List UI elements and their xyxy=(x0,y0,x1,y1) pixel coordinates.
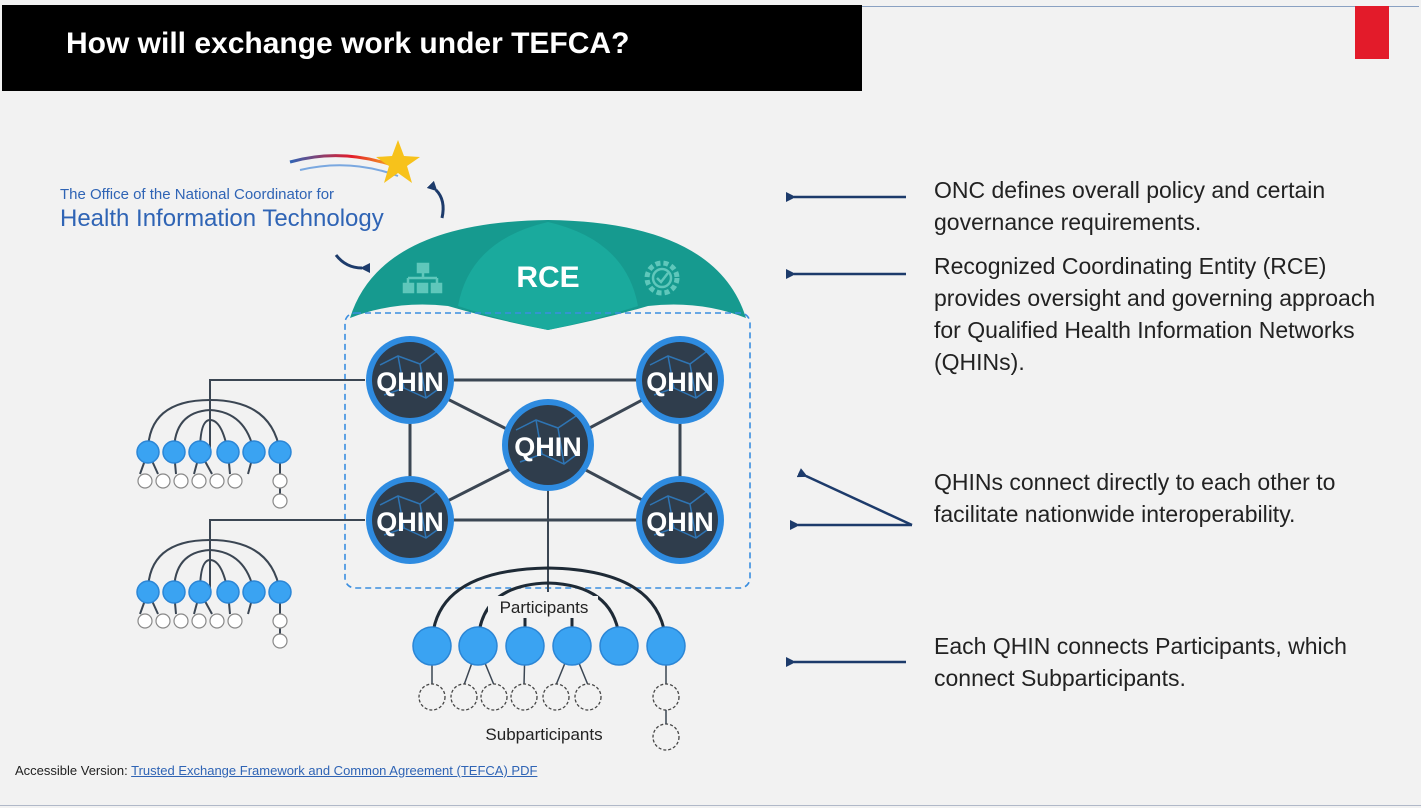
red-accent-mark xyxy=(1355,6,1389,59)
svg-text:QHIN: QHIN xyxy=(514,432,582,462)
subparticipants-label: Subparticipants xyxy=(485,725,602,744)
onc-logo-line2: Health Information Technology xyxy=(60,205,384,232)
left-network-bottom xyxy=(136,538,292,649)
globe-network-icon xyxy=(649,491,711,539)
left-network-top xyxy=(136,398,292,509)
qhin-node-top-right: QHIN xyxy=(636,336,724,424)
qhin-node-bottom-left: QHIN xyxy=(366,476,454,564)
footer: Accessible Version: Trusted Exchange Fra… xyxy=(15,763,537,778)
qhin-node-center: QHIN xyxy=(502,399,594,491)
participants-label: Participants xyxy=(500,598,589,617)
svg-text:QHIN: QHIN xyxy=(376,507,444,537)
svg-text:QHIN: QHIN xyxy=(646,507,714,537)
callout-arrows xyxy=(786,192,913,667)
qhin-node-bottom-right: QHIN xyxy=(636,476,724,564)
curved-arrow-right xyxy=(334,254,371,274)
tefca-pdf-link[interactable]: Trusted Exchange Framework and Common Ag… xyxy=(131,763,538,778)
rce-umbrella: RCE xyxy=(350,220,746,330)
org-chart-icon xyxy=(402,262,443,294)
bottom-divider xyxy=(0,805,1421,806)
curved-arrow-up xyxy=(426,180,445,219)
description-rce: Recognized Coordinating Entity (RCE) pro… xyxy=(934,253,1376,375)
rce-label: RCE xyxy=(516,261,579,294)
description-onc: ONC defines overall policy and certain g… xyxy=(934,177,1326,235)
top-divider xyxy=(862,6,1419,7)
page-title: How will exchange work under TEFCA? xyxy=(66,27,630,60)
participants-network: Participants Subparticipants xyxy=(412,566,686,751)
title-bar: How will exchange work under TEFCA? xyxy=(2,5,862,91)
gear-check-icon xyxy=(644,260,680,296)
globe-network-icon xyxy=(379,491,441,539)
arrow-qhin-up xyxy=(796,468,913,527)
globe-network-icon xyxy=(515,415,581,465)
left-network-links xyxy=(209,379,549,592)
description-participants: Each QHIN connects Participants, which c… xyxy=(934,633,1347,691)
onc-logo-line1: The Office of the National Coordinator f… xyxy=(60,186,335,203)
globe-network-icon xyxy=(649,351,711,399)
footer-prefix: Accessible Version: xyxy=(15,763,128,778)
globe-network-icon xyxy=(379,351,441,399)
svg-text:QHIN: QHIN xyxy=(646,367,714,397)
svg-text:QHIN: QHIN xyxy=(376,367,444,397)
description-qhin: QHINs connect directly to each other to … xyxy=(934,469,1336,527)
qhin-node-top-left: QHIN xyxy=(366,336,454,424)
star-logo-icon xyxy=(289,140,420,183)
